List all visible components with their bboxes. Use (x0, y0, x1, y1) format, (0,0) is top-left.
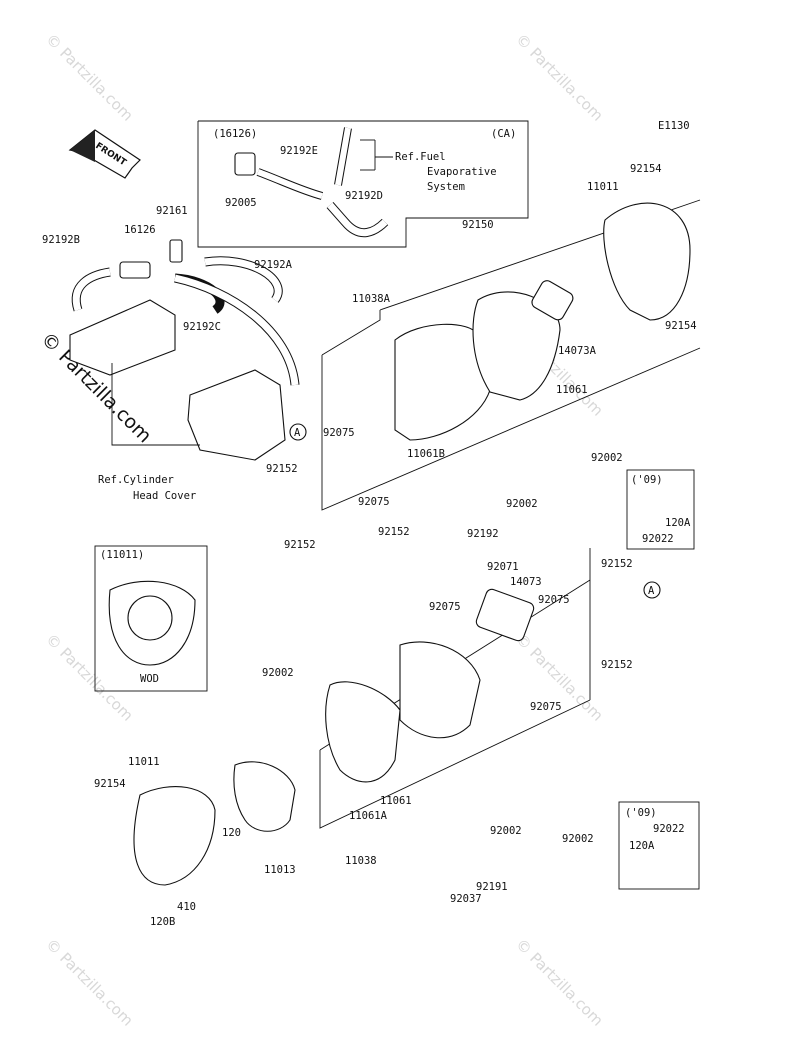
valve-16126-ca (234, 152, 256, 176)
label-120b: 120B (150, 916, 175, 928)
lower-air-cleaner-assembly: 92192 92152 92071 14073 92152 92075 9207… (94, 526, 661, 928)
diagram-code: E1130 (658, 120, 690, 132)
label-92152-a: 92152 (266, 463, 298, 475)
label-92152-c: 92152 (378, 526, 410, 538)
label-92037: 92037 (450, 893, 482, 905)
ca-inset-title: (16126) (213, 128, 257, 140)
label-92075-c: 92075 (538, 594, 570, 606)
label-92152-d: 92152 (601, 558, 633, 570)
label-92075-e: 92075 (530, 701, 562, 713)
label-11038: 11038 (345, 855, 377, 867)
label-92152-e: 92152 (601, 659, 633, 671)
label-92192: 92192 (467, 528, 499, 540)
ref-cylinder-line1: Ref.Cylinder (98, 474, 174, 486)
inset-09-bottom-title: ('09) (625, 807, 657, 819)
label-16126: 16126 (124, 224, 156, 236)
label-92154-bot: 92154 (94, 778, 126, 790)
inset-09-top-title: ('09) (631, 474, 663, 486)
watermarks: © Partzilla.com © Partzilla.com © Partzi… (42, 30, 607, 1030)
wod-inset-title: (11011) (100, 549, 144, 561)
inset-09-bottom: ('09) 92022 120A (618, 801, 700, 890)
label-92191: 92191 (476, 881, 508, 893)
label-11038a: 11038A (352, 293, 391, 305)
label-410: 410 (177, 901, 196, 913)
label-92192c: 92192C (183, 321, 221, 333)
label-92002-d: 92002 (490, 825, 522, 837)
label-120a-bot: 120A (629, 840, 655, 852)
label-92150: 92150 (462, 219, 494, 231)
label-92002-e: 92002 (562, 833, 594, 845)
label-11011-bot: 11011 (128, 756, 160, 768)
label-11061a: 11061A (349, 810, 388, 822)
label-92192b: 92192B (42, 234, 80, 246)
label-92022-bot: 92022 (653, 823, 685, 835)
label-92075-d: 92075 (429, 601, 461, 613)
ref-fuel-line3: System (427, 181, 465, 193)
label-92192d: 92192D (345, 190, 383, 202)
label-92152-b: 92152 (284, 539, 316, 551)
watermark-1: © Partzilla.com (42, 30, 137, 125)
label-92192e: 92192E (280, 145, 318, 157)
label-11061b: 11061B (407, 448, 445, 460)
wod-inset: (11011) WOD (94, 545, 208, 692)
label-92192a: 92192A (254, 259, 293, 271)
label-92002-a: 92002 (506, 498, 538, 510)
label-92075-a: 92075 (323, 427, 355, 439)
label-92071: 92071 (487, 561, 519, 573)
label-92154-top2: 92154 (665, 320, 697, 332)
label-14073a: 14073A (558, 345, 597, 357)
breather-hose-group: 92161 16126 92192B 92192A 92192C (42, 205, 300, 386)
label-14073: 14073 (510, 576, 542, 588)
ref-cylinder-line2: Head Cover (133, 490, 196, 502)
callout-a-bottom: A (648, 585, 655, 597)
wod-inset-caption: WOD (140, 673, 159, 685)
ref-fuel-line1: Ref.Fuel (395, 151, 446, 163)
watermark-6: © Partzilla.com (42, 935, 137, 1030)
label-92022-top: 92022 (642, 533, 674, 545)
label-92161: 92161 (156, 205, 188, 217)
callout-a-top: A (294, 427, 301, 439)
cylinder-head-cover-ref: Ref.Cylinder Head Cover (69, 299, 286, 502)
label-11061: 11061 (556, 384, 588, 396)
front-arrow-icon: FRONT (68, 129, 141, 179)
label-120a-top: 120A (665, 517, 691, 529)
ca-inset: (16126) (CA) Ref.Fuel Evaporative System… (197, 120, 529, 248)
label-120: 120 (222, 827, 241, 839)
watermark-7: © Partzilla.com (512, 935, 607, 1030)
label-92154-top: 92154 (630, 163, 662, 175)
label-92005: 92005 (225, 197, 257, 209)
ca-inset-variant: (CA) (491, 128, 516, 140)
label-11013: 11013 (264, 864, 296, 876)
upper-air-cleaner-assembly: 11011 92154 92154 92150 11038A 14073A 11… (266, 163, 701, 551)
label-11061-bot: 11061 (380, 795, 412, 807)
label-92002-c: 92002 (262, 667, 294, 679)
label-92075-b: 92075 (358, 496, 390, 508)
ref-fuel-line2: Evaporative (427, 166, 497, 178)
inset-09-top: ('09) 120A 92022 (626, 469, 695, 550)
label-92002-b: 92002 (591, 452, 623, 464)
watermark-2: © Partzilla.com (512, 30, 607, 125)
label-11011-top: 11011 (587, 181, 619, 193)
